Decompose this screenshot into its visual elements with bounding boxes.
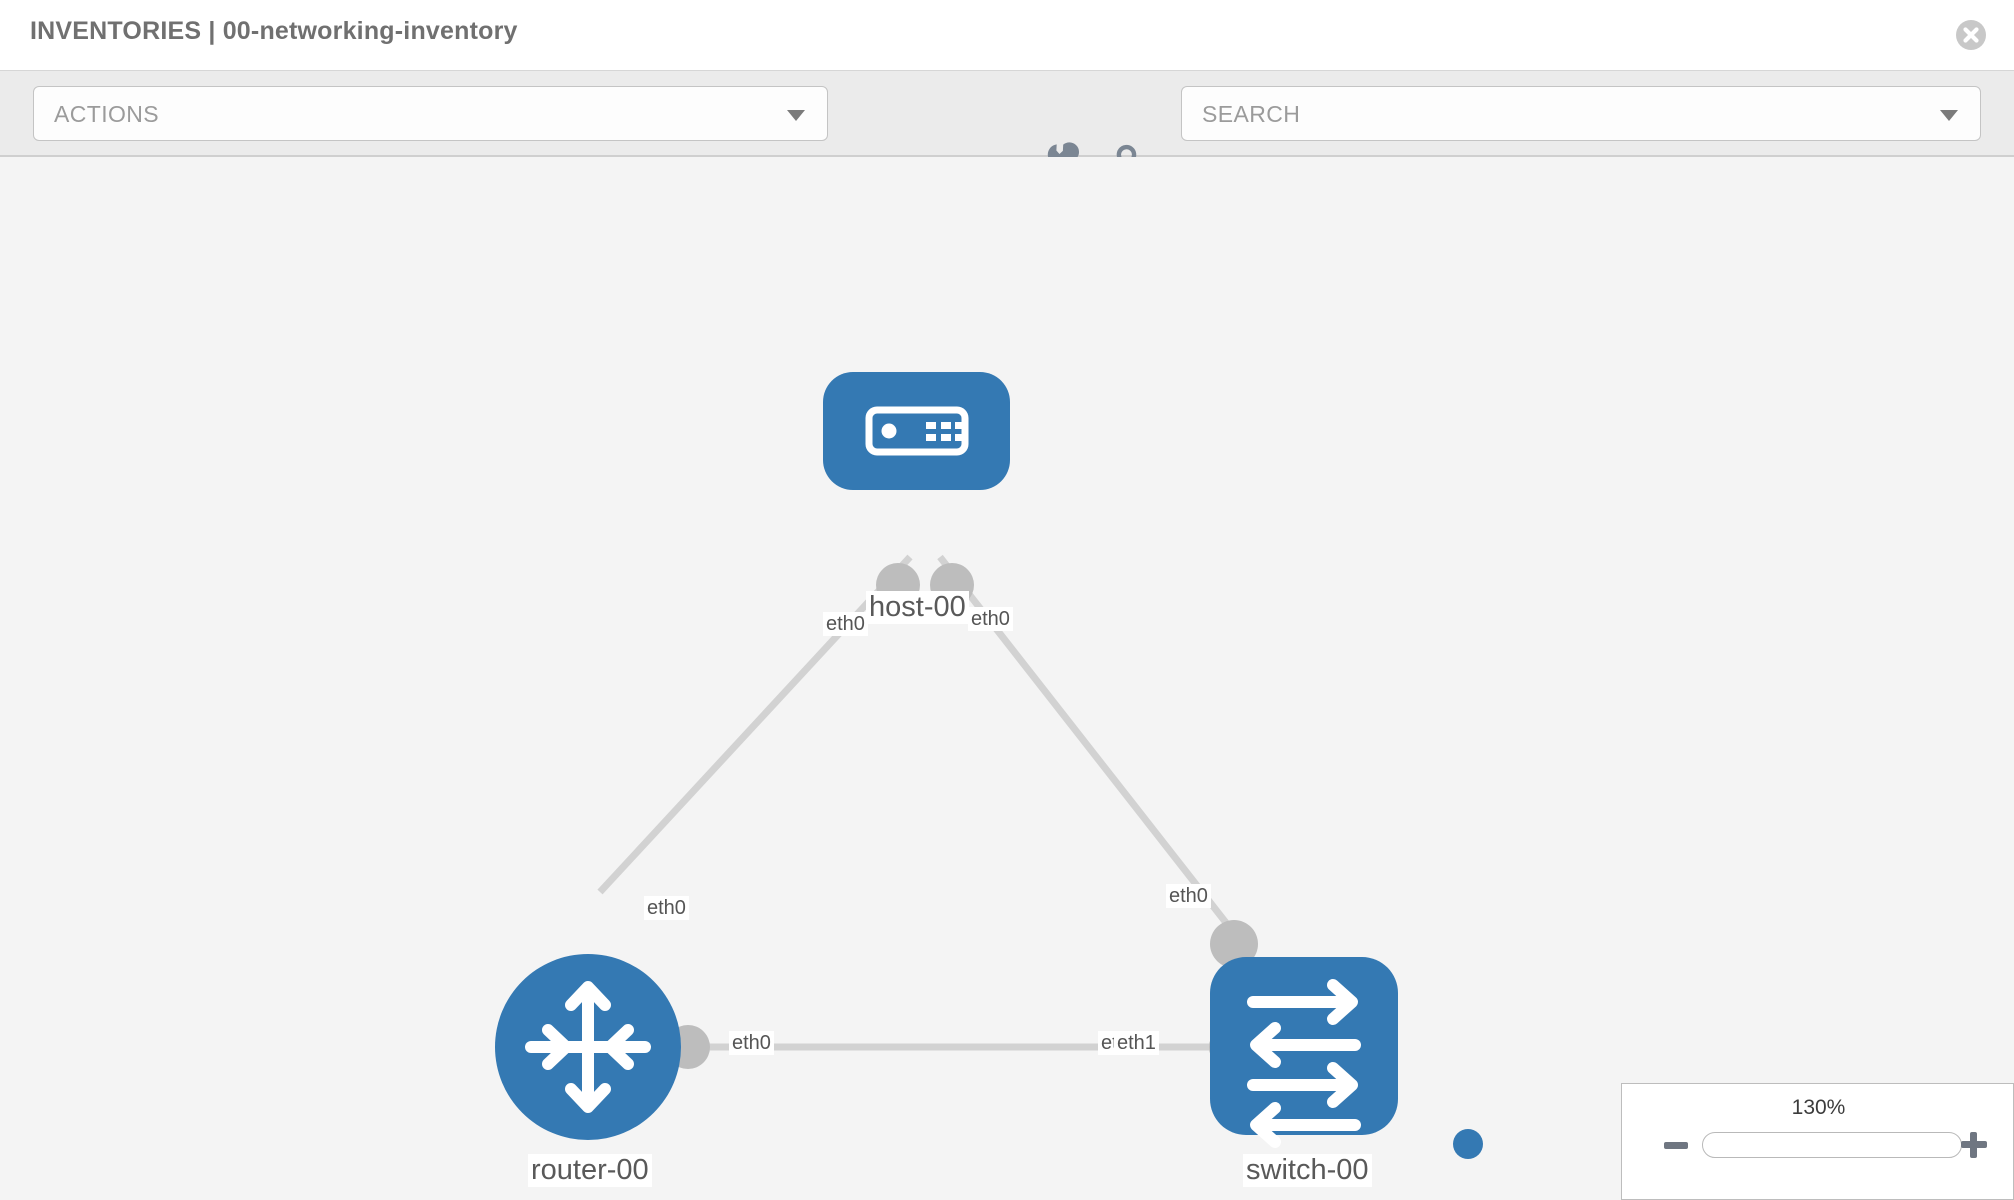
chevron-down-icon	[787, 110, 805, 121]
actions-dropdown-label: ACTIONS	[54, 101, 160, 127]
node-label-router-00: router-00	[528, 1154, 652, 1187]
zoom-control-panel: 130%	[1621, 1083, 2014, 1200]
window-titlebar: INVENTORIES | 00-networking-inventory	[0, 0, 2014, 70]
switch-arrows-icon	[1247, 979, 1361, 1148]
page-title: INVENTORIES | 00-networking-inventory	[30, 17, 518, 45]
node-router-00[interactable]	[495, 954, 681, 1140]
topology-edges	[597, 554, 1248, 1051]
topology-canvas[interactable]: eth0 eth0 eth0 eth0 eth0 eth0 eth1 host-…	[0, 157, 2014, 1200]
zoom-in-button[interactable]	[1961, 1132, 1987, 1158]
iface-label-host00-right: eth0	[968, 607, 1013, 631]
iface-label-switch00-uplink: eth0	[1166, 884, 1211, 908]
search-input[interactable]: SEARCH	[1181, 86, 1981, 141]
topology-endpoints	[666, 563, 1258, 1069]
server-icon	[865, 406, 969, 456]
edge-host00-router00[interactable]	[597, 554, 913, 895]
close-button[interactable]	[1956, 20, 1986, 50]
close-icon	[1963, 27, 1979, 43]
iface-label-router00-uplink: eth0	[644, 896, 689, 920]
toolbar: ACTIONS SEARCH	[0, 70, 2014, 177]
actions-dropdown[interactable]: ACTIONS	[33, 86, 828, 141]
iface-label-router00-eth0: eth0	[729, 1031, 774, 1055]
iface-label-host00-left: eth0	[823, 612, 868, 636]
endpoint-switch00-topleft[interactable]	[1210, 920, 1258, 968]
node-label-switch-00: switch-00	[1243, 1154, 1372, 1187]
router-arrows-icon	[525, 981, 651, 1113]
node-label-host-00: host-00	[866, 591, 969, 624]
topology-graph	[495, 372, 1398, 1148]
zoom-out-button[interactable]	[1664, 1142, 1688, 1149]
search-placeholder: SEARCH	[1202, 101, 1301, 127]
zoom-level-value: 130%	[1791, 1096, 1846, 1119]
zoom-slider-track[interactable]	[1702, 1132, 1962, 1158]
zoom-slider-thumb[interactable]	[1453, 1129, 1483, 1159]
iface-label-switch00-eth1: eth1	[1114, 1031, 1159, 1055]
node-switch-00[interactable]	[1210, 957, 1398, 1148]
search-chevron-down-icon[interactable]	[1940, 110, 1958, 121]
node-host-00[interactable]	[823, 372, 1010, 490]
